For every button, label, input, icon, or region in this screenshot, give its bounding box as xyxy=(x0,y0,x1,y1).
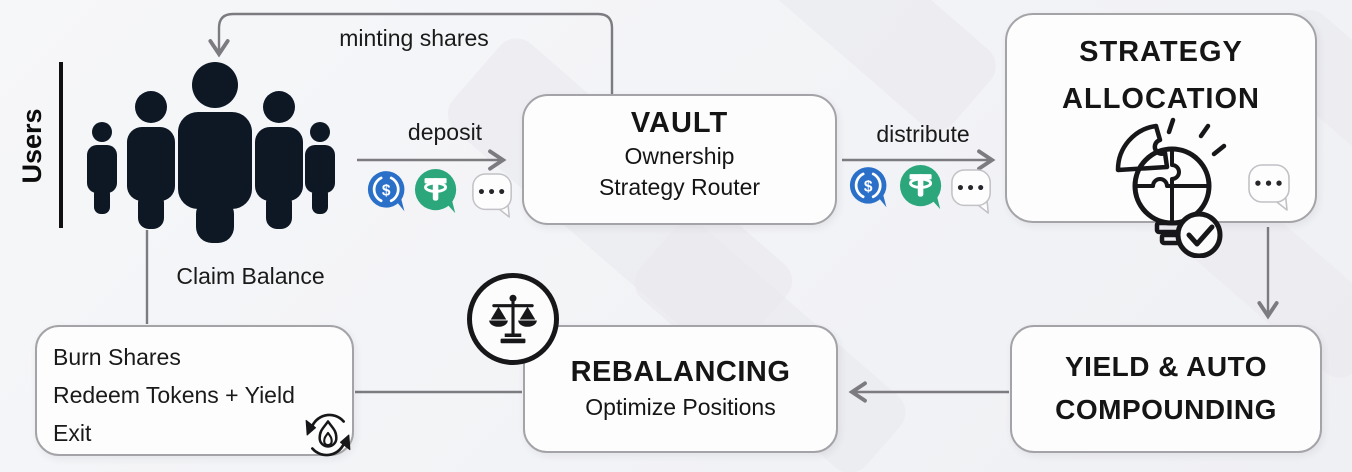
strategy-puzzle-bulb-icon xyxy=(1115,117,1227,258)
vault-title: VAULT xyxy=(630,107,729,139)
users-label: Users xyxy=(17,108,47,184)
more-tokens-icon: ••• xyxy=(472,173,512,218)
usdc-coin-icon: $ xyxy=(849,167,887,208)
minting-shares-label: minting shares xyxy=(339,25,489,51)
usdt-coin-icon xyxy=(414,169,457,214)
rebalancing-title: REBALANCING xyxy=(570,356,791,388)
claim-balance-label: Claim Balance xyxy=(176,263,325,289)
users-divider-line xyxy=(59,62,63,228)
yield-auto-compounding-box: YIELD & AUTO COMPOUNDING xyxy=(1010,325,1322,453)
balance-scale-icon xyxy=(489,294,537,344)
usdt-coin-icon xyxy=(899,165,942,210)
exit-line-burn-shares: Burn Shares xyxy=(53,344,181,370)
yield-title-line1: YIELD & AUTO xyxy=(1064,351,1267,382)
more-tokens-icon: ••• xyxy=(951,169,991,214)
rebalancing-subtitle: Optimize Positions xyxy=(585,394,776,420)
balance-scale-badge xyxy=(467,273,559,365)
burn-recycle-icon xyxy=(305,413,351,457)
users-group-icon xyxy=(87,62,335,243)
exit-line-exit: Exit xyxy=(53,420,92,446)
strategy-allocation-title-line2: ALLOCATION xyxy=(1062,83,1260,115)
usdc-coin-icon: $ xyxy=(367,171,405,212)
exit-box: Burn Shares Redeem Tokens + Yield Exit xyxy=(35,325,354,456)
more-dots-glyph: ••• xyxy=(956,181,986,197)
distribute-label: distribute xyxy=(876,121,970,147)
rebalancing-box: REBALANCING Optimize Positions xyxy=(523,325,838,453)
exit-line-redeem-tokens: Redeem Tokens + Yield xyxy=(53,382,295,408)
vault-subtitle-ownership: Ownership xyxy=(624,143,735,169)
vault-box: VAULT Ownership Strategy Router xyxy=(522,94,837,225)
strategy-allocation-title-line1: STRATEGY xyxy=(1079,36,1243,68)
more-dots-glyph: ••• xyxy=(477,185,507,201)
usdc-dollar-glyph: $ xyxy=(382,182,391,199)
usdc-dollar-glyph: $ xyxy=(864,178,873,195)
deposit-label: deposit xyxy=(407,119,483,145)
more-dots-glyph: ••• xyxy=(1253,175,1285,193)
vault-subtitle-strategy-router: Strategy Router xyxy=(598,174,761,200)
more-strategies-icon: ••• xyxy=(1248,164,1290,211)
yield-title-line2: COMPOUNDING xyxy=(1055,394,1277,425)
